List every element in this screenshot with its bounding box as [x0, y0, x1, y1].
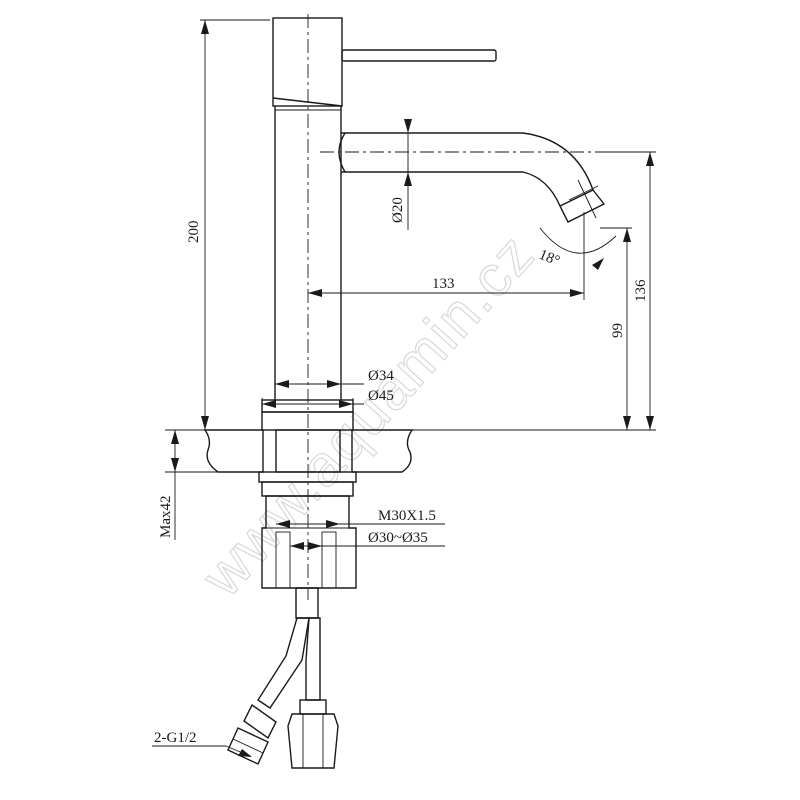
label-spout-reach: 133 [432, 276, 455, 292]
label-base-diameter: Ø45 [368, 388, 394, 404]
watermark: www.aquamin.cz [189, 221, 548, 609]
supply-hoses [227, 587, 339, 769]
spout [320, 132, 650, 223]
dimension-labels: 200 Ø20 18° 133 136 99 Ø34 Ø45 Max42 M30… [154, 197, 649, 746]
mounting-assembly [258, 429, 357, 589]
label-thread: M30X1.5 [378, 508, 436, 524]
label-spout-angle: 18° [537, 247, 562, 270]
label-hole-diameter: Ø30~Ø35 [368, 530, 428, 546]
label-body-diameter: Ø34 [368, 368, 394, 384]
label-outlet-height-above-deck: 99 [610, 323, 626, 338]
dimension-lines [152, 19, 656, 757]
label-spout-diameter: Ø20 [390, 197, 406, 223]
label-height-total: 200 [186, 221, 202, 244]
label-hose-connection: 2-G1/2 [154, 730, 197, 746]
label-max-deck-thickness: Max42 [158, 496, 174, 539]
label-outlet-height-total: 136 [633, 279, 649, 302]
